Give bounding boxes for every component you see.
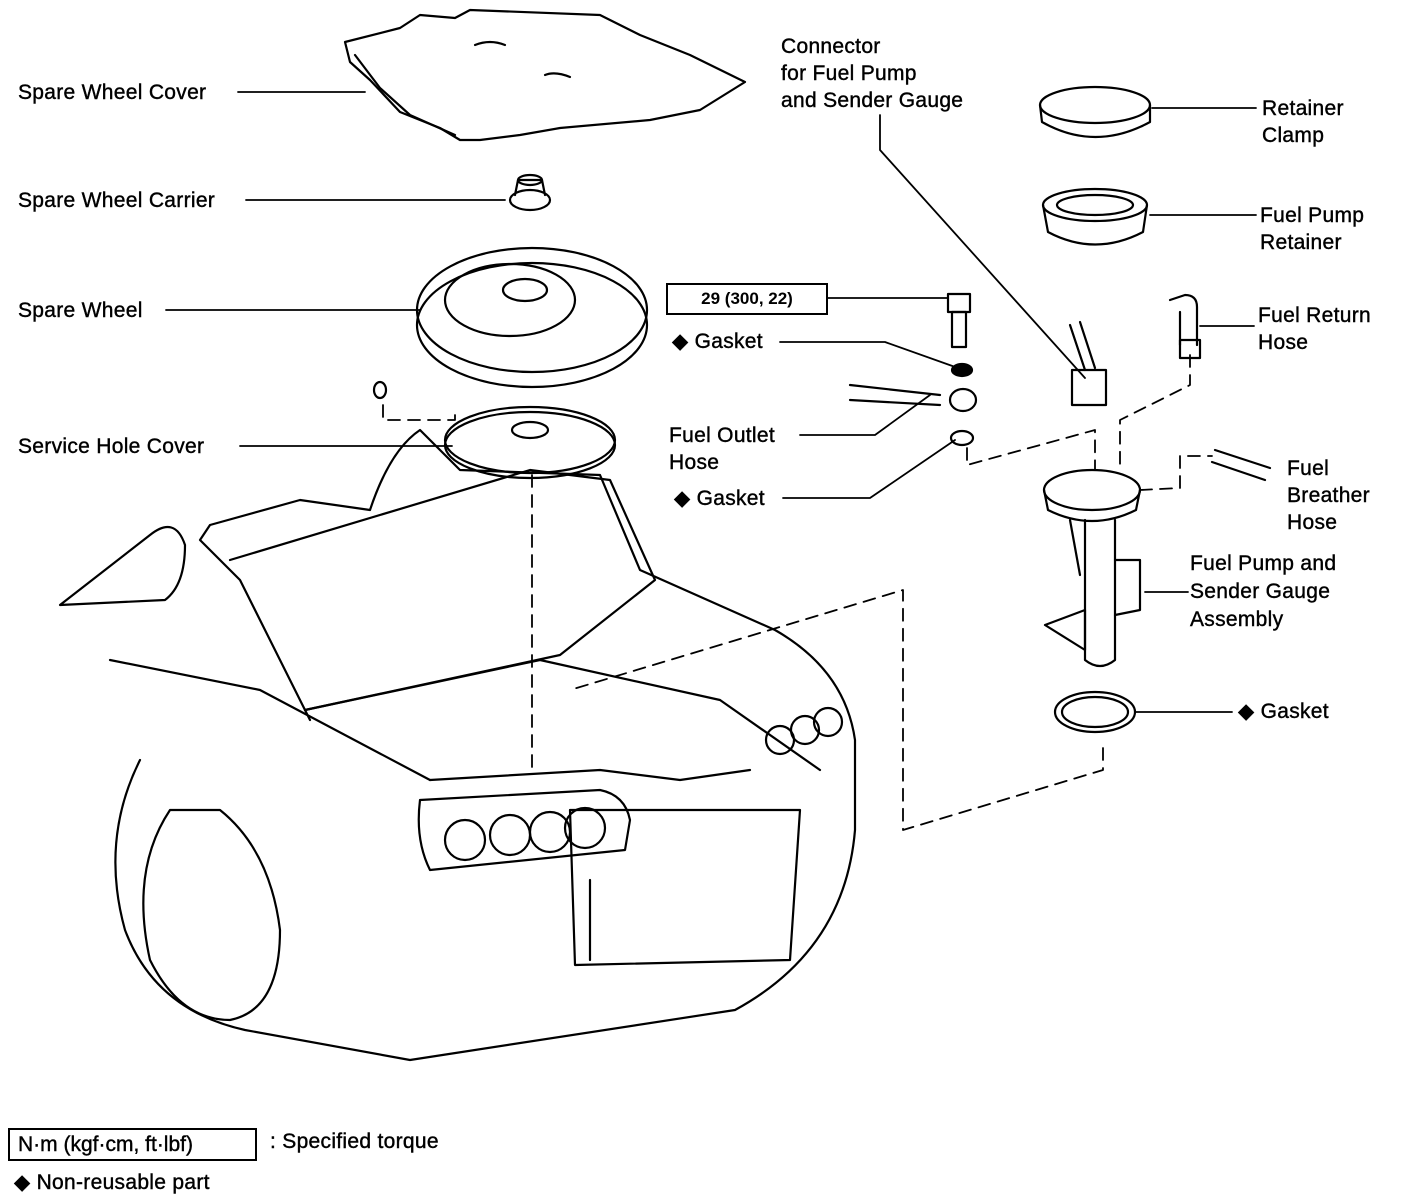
label-spare-wheel-carrier: Spare Wheel Carrier: [18, 189, 216, 212]
label-line: Fuel: [1287, 457, 1330, 480]
label-connector: Connector for Fuel Pump and Sender Gauge: [781, 33, 963, 114]
label-line: Assembly: [1190, 608, 1284, 631]
label-service-hole-cover: Service Hole Cover: [18, 435, 205, 458]
label-line: Hose: [1287, 511, 1338, 534]
label-line: Fuel Pump: [1260, 204, 1365, 227]
label-line: Clamp: [1262, 124, 1325, 147]
tail-lights-drawing: [417, 706, 844, 872]
label-line: Hose: [669, 451, 720, 474]
label-gasket-pump: ◆ Gasket: [1238, 700, 1329, 723]
legend-torque-desc: : Specified torque: [270, 1130, 439, 1153]
label-line: Fuel Pump and: [1190, 552, 1337, 575]
spare-wheel-drawing: [372, 246, 649, 400]
label-spare-wheel-cover: Spare Wheel Cover: [18, 81, 207, 104]
retainer-parts-drawing: [1038, 85, 1152, 246]
label-spare-wheel: Spare Wheel: [18, 299, 143, 322]
label-line: Fuel Return: [1258, 304, 1372, 327]
car-body-drawing: [58, 428, 857, 1062]
label-line: Breather: [1287, 484, 1370, 507]
label-line: Retainer: [1262, 97, 1344, 120]
label-line: for Fuel Pump: [781, 62, 917, 85]
legend-torque-unit: N·m (kgf·cm, ft·lbf): [8, 1128, 257, 1161]
label-line: Hose: [1258, 331, 1309, 354]
legend-non-reusable: ◆ Non-reusable part: [14, 1171, 210, 1194]
fuel-pump-assembly-drawing: [1042, 468, 1142, 734]
label-line: and Sender Gauge: [781, 89, 964, 112]
connector-and-hoses-drawing: [1068, 293, 1272, 482]
label-fuel-return-hose: Fuel Return Hose: [1258, 302, 1371, 356]
label-line: Connector: [781, 35, 881, 58]
label-line: Retainer: [1260, 231, 1342, 254]
label-retainer-clamp: Retainer Clamp: [1262, 95, 1344, 149]
spare-wheel-cover-drawing: [343, 8, 747, 142]
label-line: Fuel Outlet: [669, 424, 776, 447]
label-line: Sender Gauge: [1190, 580, 1331, 603]
leader-lines: [165, 91, 1257, 713]
service-hole-cover-drawing: [443, 405, 617, 480]
fuel-outlet-parts-drawing: [848, 292, 978, 447]
label-gasket-upper: ◆ Gasket: [672, 330, 763, 353]
label-fuel-outlet-hose: Fuel Outlet Hose: [669, 422, 775, 476]
label-gasket-lower: ◆ Gasket: [674, 487, 765, 510]
torque-spec-box: 29 (300, 22): [666, 283, 828, 315]
label-fuel-pump-assembly: Fuel Pump and Sender Gauge Assembly: [1190, 550, 1336, 634]
dashed-guides: [382, 354, 1213, 831]
label-fuel-breather-hose: Fuel Breather Hose: [1287, 455, 1370, 536]
label-fuel-pump-retainer: Fuel Pump Retainer: [1260, 202, 1364, 256]
spare-wheel-carrier-drawing: [508, 173, 552, 212]
